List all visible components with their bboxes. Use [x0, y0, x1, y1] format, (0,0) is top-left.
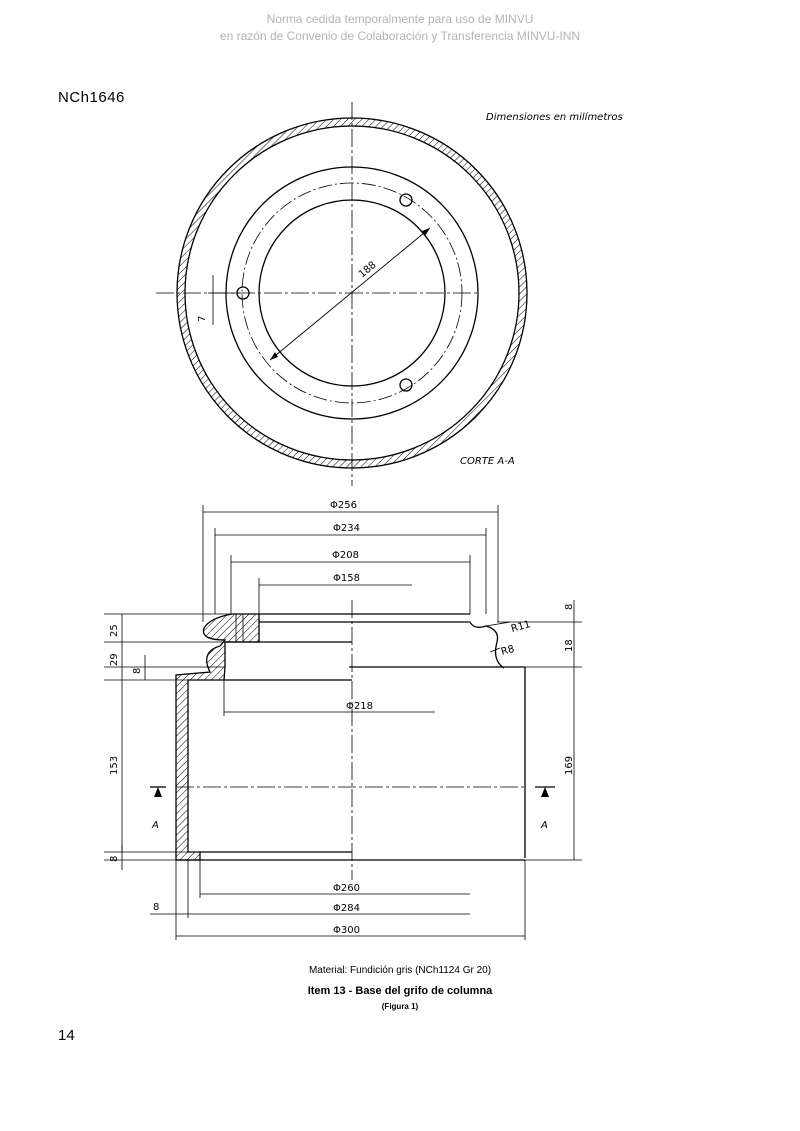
figure-number: (Figura 1): [381, 1002, 419, 1011]
dim-d158: Φ158: [333, 573, 360, 584]
dim-7: 7: [197, 316, 208, 322]
dim-h25: 25: [109, 624, 120, 637]
dimension-lines: [104, 505, 582, 940]
top-view: [156, 102, 528, 486]
dim-d256: Φ256: [330, 500, 357, 511]
cut-arrow-left: [154, 787, 162, 797]
dim-d284: Φ284: [333, 903, 360, 914]
dim-d300: Φ300: [333, 925, 360, 936]
dim-r11: R11: [510, 619, 532, 635]
dim-d208: Φ208: [332, 550, 359, 561]
watermark-line-1: Norma cedida temporalmente para uso de M…: [266, 12, 534, 26]
dim-h18: 18: [564, 639, 575, 652]
figure-title: Item 13 - Base del grifo de columna: [307, 985, 493, 997]
cut-arrow-right: [541, 787, 549, 797]
dim-r8: R8: [500, 644, 516, 658]
dim-h29: 29: [109, 653, 120, 666]
dim-h8-top: 8: [564, 604, 575, 610]
dim-h153: 153: [109, 756, 120, 775]
dim-h8-left: 8: [132, 668, 143, 674]
section-label: CORTE A-A: [460, 456, 515, 467]
side-view: [150, 600, 555, 880]
dim-h8-bottom: 8: [109, 856, 120, 862]
dim-w8: 8: [153, 902, 159, 913]
dim-h169: 169: [564, 756, 575, 775]
watermark-line-2: en razón de Convenio de Colaboración y T…: [219, 29, 581, 43]
document-id: NCh1646: [58, 89, 125, 106]
page-number: 14: [58, 1027, 75, 1044]
dim-d218: Φ218: [346, 701, 373, 712]
cut-label-left: A: [151, 820, 159, 831]
material-caption: Material: Fundición gris (NCh1124 Gr 20): [308, 965, 492, 976]
units-note: Dimensiones en milímetros: [486, 111, 623, 123]
cut-label-right: A: [540, 820, 548, 831]
dim-d260: Φ260: [333, 883, 360, 894]
dim-d234: Φ234: [333, 523, 360, 534]
